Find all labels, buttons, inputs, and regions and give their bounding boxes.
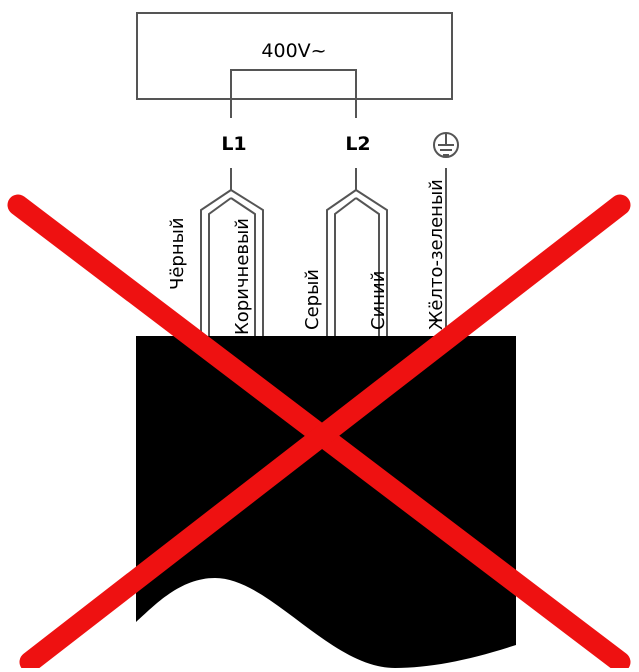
ground-icon [433,132,459,158]
terminal-l2-label: L2 [345,133,370,155]
l1-wire-pair [200,168,264,336]
wire-label-brown: Коричневый [232,218,253,335]
supply-bridge-wire [230,69,357,118]
wire-label-black: Чёрный [167,217,188,290]
terminal-l1-label: L1 [221,133,246,155]
supply-box [136,12,453,100]
wire-label-yellow-green: Жёлто-зеленый [426,179,447,330]
cable-body [136,336,516,668]
l2-wire-pair [326,168,388,336]
wire-label-grey: Серый [302,269,323,330]
supply-voltage-label: 400V~ [261,40,326,62]
cross-icon [7,194,631,672]
wire-label-blue: Синий [368,271,389,330]
